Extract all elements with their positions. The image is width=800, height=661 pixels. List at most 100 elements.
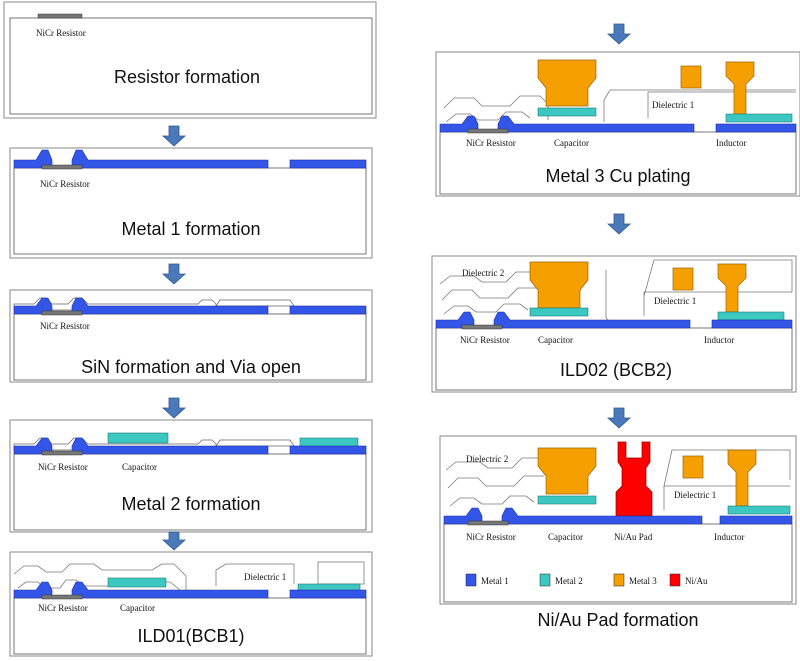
legend-swatch-niau (669, 573, 681, 587)
down-arrow-icon (161, 531, 187, 551)
substrate (13, 597, 367, 655)
metal1-layer (715, 123, 797, 133)
label-nicr-resistor: NiCr Resistor (40, 179, 90, 189)
step-title: Metal 1 formation (121, 219, 260, 239)
step-metal1-formation: NiCr Resistor Metal 1 formation (9, 147, 373, 259)
down-arrow-icon (606, 213, 632, 235)
metal1-layer (443, 507, 483, 525)
metal2-capacitor-plate (537, 107, 597, 117)
down-arrow-icon (161, 125, 187, 147)
nicr-resistor (467, 128, 509, 134)
dielectric-layer (439, 271, 532, 285)
niau-pad (615, 441, 653, 517)
step-title: ILD02 (BCB2) (560, 360, 672, 380)
metal1-layer (435, 311, 475, 329)
label-capacitor: Capacitor (554, 138, 589, 148)
metal2-layer (727, 505, 791, 515)
label-dielectric-2: Dielectric 2 (462, 268, 504, 278)
substrate (439, 131, 797, 195)
metal1-layer (439, 115, 479, 133)
label-capacitor: Capacitor (548, 532, 583, 542)
metal1-layer (711, 319, 793, 329)
label-capacitor: Capacitor (538, 335, 573, 345)
substrate (9, 17, 373, 115)
metal1-layer (493, 311, 691, 329)
step-ild02: NiCr Resistor Capacitor Inductor Dielect… (431, 255, 797, 393)
metal1-layer (501, 507, 703, 525)
label-niau-pad: Ni/Au Pad (614, 532, 653, 542)
metal1-layer (13, 297, 53, 315)
dielectric-layer (643, 259, 793, 297)
step-metal2-formation: NiCr Resistor Capacitor Metal 2 formatio… (9, 419, 373, 533)
substrate (13, 453, 367, 531)
label-dielectric-1: Dielectric 1 (244, 572, 286, 582)
label-dielectric-1: Dielectric 1 (654, 296, 696, 306)
label-inductor: Inductor (704, 335, 735, 345)
legend-label-metal1: Metal 1 (481, 576, 509, 586)
substrate (443, 523, 793, 603)
label-nicr-resistor: NiCr Resistor (466, 532, 516, 542)
label-capacitor: Capacitor (120, 603, 155, 613)
dielectric-layer (441, 287, 538, 301)
legend-label-metal3: Metal 3 (629, 576, 657, 586)
metal2-capacitor-plate (537, 495, 597, 505)
metal2-capacitor-plate (107, 432, 169, 444)
dielectric-layer (643, 291, 792, 316)
nicr-resistor (41, 594, 83, 600)
metal1-layer (71, 437, 269, 455)
metal1-layer (71, 581, 269, 599)
metal3-block (680, 65, 702, 89)
step-title: SiN formation and Via open (81, 357, 301, 377)
down-arrow-icon (606, 23, 632, 45)
dielectric-layer (447, 475, 544, 489)
metal1-layer (13, 437, 53, 455)
substrate (13, 313, 367, 381)
step-title: Ni/Au Pad formation (537, 610, 698, 630)
dielectric-layer (449, 495, 535, 507)
metal3-block (529, 261, 589, 309)
nicr-resistor (37, 13, 83, 19)
metal1-layer (13, 581, 53, 599)
nicr-resistor (461, 324, 503, 330)
metal1-layer (71, 149, 269, 169)
label-inductor: Inductor (716, 138, 747, 148)
sin-layer (215, 299, 295, 307)
step-title: Metal 2 formation (121, 494, 260, 514)
metal1-layer (13, 149, 53, 169)
substrate (13, 167, 367, 255)
dielectric-layer (445, 457, 538, 471)
label-nicr-resistor: NiCr Resistor (40, 321, 90, 331)
step-ild01: NiCr Resistor Capacitor Dielectric 1 ILD… (9, 551, 373, 657)
dielectric-layer (13, 563, 187, 598)
metal1-layer (289, 589, 367, 599)
legend-label-niau: Ni/Au (685, 576, 708, 586)
label-dielectric-2: Dielectric 2 (466, 454, 508, 464)
metal1-layer (289, 305, 367, 315)
metal1-layer (289, 159, 367, 169)
step-metal3-plating: NiCr Resistor Capacitor Inductor Dielect… (435, 51, 800, 197)
dielectric-layer (445, 111, 531, 123)
down-arrow-icon (606, 407, 632, 429)
dielectric-layer (215, 563, 295, 586)
sin-layer (215, 439, 295, 447)
legend-swatch-metal2 (539, 573, 551, 587)
step-sin-formation: NiCr Resistor SiN formation and Via open (9, 289, 373, 383)
metal3-block (672, 267, 694, 291)
dielectric-layer (443, 303, 529, 315)
step-title: ILD01(BCB1) (137, 626, 244, 646)
dielectric-layer (647, 91, 796, 118)
label-capacitor: Capacitor (122, 462, 157, 472)
nicr-resistor (467, 520, 509, 526)
step-resistor-formation: NiCr Resistor Resistor formation (3, 1, 377, 119)
metal1-layer (71, 297, 269, 315)
label-nicr-resistor: NiCr Resistor (36, 28, 86, 38)
metal2-capacitor-plate (107, 577, 167, 588)
metal2-layer (725, 113, 793, 123)
step-title: Metal 3 Cu plating (545, 166, 690, 186)
legend-swatch-metal1 (465, 573, 477, 587)
dielectric-layer (443, 95, 549, 120)
down-arrow-icon (161, 263, 187, 285)
nicr-resistor (41, 164, 83, 170)
legend-swatch-metal3 (613, 573, 625, 587)
nicr-resistor (41, 450, 83, 456)
